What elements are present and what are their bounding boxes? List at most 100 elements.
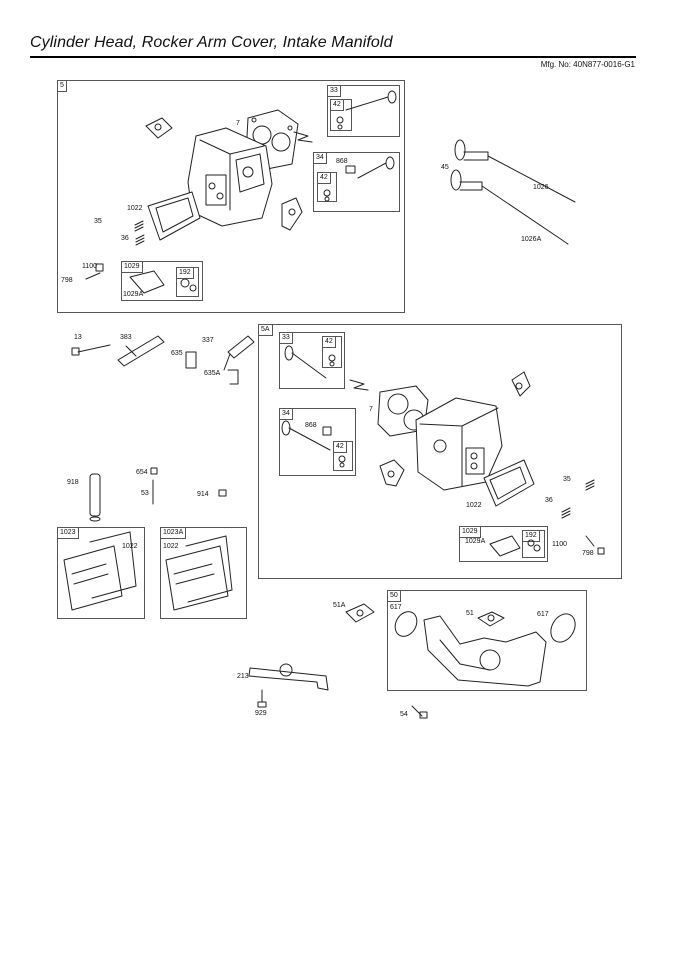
exhaust-valve-icon xyxy=(337,91,396,129)
spring-icon xyxy=(135,221,144,245)
part-number: 914 xyxy=(197,491,209,498)
part-number: 1100 xyxy=(552,541,568,548)
part-number: 617 xyxy=(390,604,402,611)
head-bolt-gasket-icon xyxy=(484,460,534,506)
rocker-arm-icon xyxy=(490,536,540,556)
part-number: 1029A xyxy=(123,291,144,298)
long-bolt-icon xyxy=(72,345,110,355)
exhaust-gasket-icon xyxy=(282,198,302,230)
bracket-icon xyxy=(249,664,328,690)
fitting-icon xyxy=(186,352,238,384)
group-192-label: 192 xyxy=(177,268,194,279)
part-number: 929 xyxy=(255,710,267,717)
group-34-label: 34 xyxy=(280,409,293,420)
part-number: 1022 xyxy=(127,205,143,212)
part-number: 35 xyxy=(94,218,102,225)
group-33-box: 33 xyxy=(279,332,345,389)
part-number: 7 xyxy=(236,120,240,127)
part-number: 337 xyxy=(202,337,214,344)
group-34-box: 34 xyxy=(279,408,356,476)
group-33-label: 33 xyxy=(280,333,293,344)
group-33-box: 33 xyxy=(327,85,400,137)
group-1029-label: 1029 xyxy=(460,527,481,538)
cylinder-head-icon xyxy=(188,128,272,226)
part-number: 654 xyxy=(136,469,148,476)
group-1029-box: 1029 xyxy=(459,526,548,562)
part-number: 383 xyxy=(120,334,132,341)
screw-icon xyxy=(412,706,427,718)
screw-icon xyxy=(219,490,226,496)
group-192-box: 192 xyxy=(176,267,199,297)
intake-valve-icon xyxy=(282,421,331,450)
part-number: 51 xyxy=(466,610,474,617)
intake-manifold-icon xyxy=(424,616,546,686)
o-ring-icon xyxy=(391,608,580,647)
group-5-box: 5 xyxy=(57,80,405,313)
group-5A-label: 5A xyxy=(259,325,273,336)
part-number: 1022 xyxy=(163,543,179,550)
cylinder-head-icon xyxy=(416,398,502,490)
part-number: 868 xyxy=(305,422,317,429)
part-number: 617 xyxy=(537,611,549,618)
part-number: 918 xyxy=(67,479,79,486)
group-42-label: 42 xyxy=(323,337,336,348)
group-1023-label: 1023 xyxy=(58,528,79,539)
breather-tube-icon xyxy=(224,336,254,370)
group-1029-box: 1029 xyxy=(121,261,203,301)
group-5A-box: 5A xyxy=(258,324,622,579)
mfg-number: Mfg. No: 40N877-0016-G1 xyxy=(540,60,635,69)
group-33-label: 33 xyxy=(328,86,341,97)
screw-icon xyxy=(258,690,266,707)
rocker-arm-icon xyxy=(130,271,196,293)
group-42-label: 42 xyxy=(318,173,331,184)
leader-zigzag xyxy=(350,380,368,390)
group-1023-box: 1023 xyxy=(57,527,145,619)
head-bolt-gasket-icon xyxy=(148,192,200,240)
part-number: 1022 xyxy=(122,543,138,550)
part-number: 45 xyxy=(441,164,449,171)
part-number: 7 xyxy=(369,406,373,413)
group-42-box: 42 xyxy=(330,99,352,131)
part-number: 36 xyxy=(545,497,553,504)
group-50-box: 50 xyxy=(387,590,587,691)
part-number: 51A xyxy=(333,602,346,609)
title-rule xyxy=(30,56,636,58)
part-number: 868 xyxy=(336,158,348,165)
valve-pushrod-icon xyxy=(451,140,575,244)
part-number: 213 xyxy=(237,673,249,680)
group-42-box: 42 xyxy=(322,336,342,368)
part-number: 35 xyxy=(563,476,571,483)
bolt-icon xyxy=(586,536,604,554)
part-number: 53 xyxy=(141,490,149,497)
group-34-label: 34 xyxy=(314,153,327,164)
part-number: 1026 xyxy=(533,184,549,191)
group-34-box: 34 xyxy=(313,152,400,212)
spring-icon xyxy=(562,480,594,518)
leader-zigzag xyxy=(294,132,312,142)
gasket-icon xyxy=(346,604,374,622)
part-number: 635A xyxy=(204,370,221,377)
rocker-cover-icon xyxy=(64,532,136,610)
group-50-label: 50 xyxy=(388,591,401,602)
group-42-label: 42 xyxy=(331,100,344,111)
group-1023A-box: 1023A xyxy=(160,527,247,619)
part-number: 635 xyxy=(171,350,183,357)
page-title: Cylinder Head, Rocker Arm Cover, Intake … xyxy=(30,34,393,51)
part-number: 1022 xyxy=(466,502,482,509)
oil-fill-tube-icon xyxy=(90,474,100,521)
group-192-label: 192 xyxy=(523,531,540,542)
group-5-label: 5 xyxy=(58,81,67,92)
group-42-box: 42 xyxy=(333,441,353,471)
manifold-gasket-icon xyxy=(478,612,504,626)
bolt-icon xyxy=(86,264,103,279)
exhaust-valve-icon xyxy=(285,346,326,378)
part-number: 1026A xyxy=(521,236,542,243)
exhaust-gasket-icon xyxy=(380,460,404,486)
group-1023A-label: 1023A xyxy=(161,528,187,539)
group-1029-label: 1029 xyxy=(122,262,143,273)
intake-gasket-icon xyxy=(512,372,530,396)
part-number: 798 xyxy=(582,550,594,557)
intake-gasket-icon xyxy=(146,118,172,138)
intake-valve-icon xyxy=(324,157,394,201)
